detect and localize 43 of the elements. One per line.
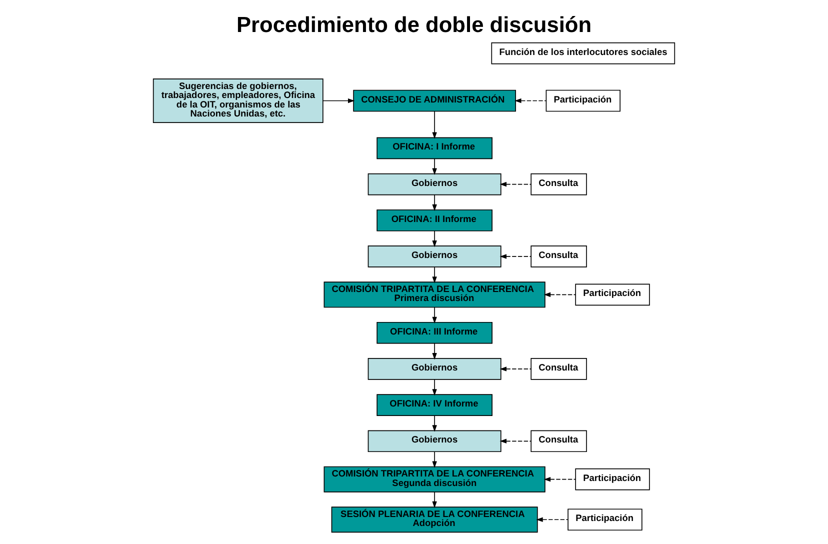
arrow (432, 415, 437, 432)
arrow (432, 194, 437, 212)
node-box: Consulta (530, 358, 587, 380)
arrow (544, 476, 576, 482)
arrow (500, 182, 532, 187)
arrow (500, 366, 532, 372)
arrow (432, 343, 437, 360)
arrow (500, 438, 532, 444)
node-box: Gobiernos (368, 173, 502, 196)
arrow (322, 98, 355, 104)
diagram-title: Procedimiento de doble discusión (236, 12, 592, 37)
node-box: Participación (546, 90, 620, 112)
node-box: Gobiernos (368, 430, 502, 452)
arrow (432, 452, 437, 468)
arrow (432, 230, 437, 248)
arrow (432, 266, 437, 284)
node-box: OFICINA: IV Informe (376, 394, 492, 416)
node-box: Consulta (530, 246, 587, 268)
node-box: Participación (568, 508, 642, 531)
node-box: OFICINA: I Informe (376, 137, 492, 160)
arrow (500, 254, 532, 259)
arrow (432, 379, 437, 396)
arrow (432, 110, 437, 139)
arrow (536, 517, 568, 522)
node-box: Gobiernos (368, 246, 502, 268)
arrow (432, 158, 437, 176)
arrow (514, 98, 546, 104)
arrow (432, 307, 437, 324)
node-box: OFICINA: II Informe (376, 209, 492, 232)
node-box: SESIÓN PLENARIA DE LA CONFERENCIA Adopción (331, 506, 538, 533)
node-box: Función de los interlocutores sociales (491, 42, 676, 64)
node-box: Consulta (530, 430, 587, 452)
node-box: Participación (575, 284, 650, 306)
arrow (432, 492, 437, 508)
node-box: OFICINA: III Informe (376, 322, 492, 344)
node-box: COMISIÓN TRIPARTITA DE LA CONFERENCIA Primera discusión (324, 282, 546, 308)
node-box: Consulta (530, 173, 587, 196)
node-box: Sugerencias de gobiernos, trabajadores, empleadores, Oficina de la OIT, organismos de las Naciones Unidas, etc. (152, 78, 324, 123)
arrow (544, 292, 576, 298)
node-box: Gobiernos (368, 358, 502, 380)
node-box: Participación (575, 468, 650, 490)
node-box: CONSEJO DE ADMINISTRACIÓN (353, 90, 516, 112)
node-box: COMISIÓN TRIPARTITA DE LA CONFERENCIA Segunda discusión (324, 466, 546, 492)
